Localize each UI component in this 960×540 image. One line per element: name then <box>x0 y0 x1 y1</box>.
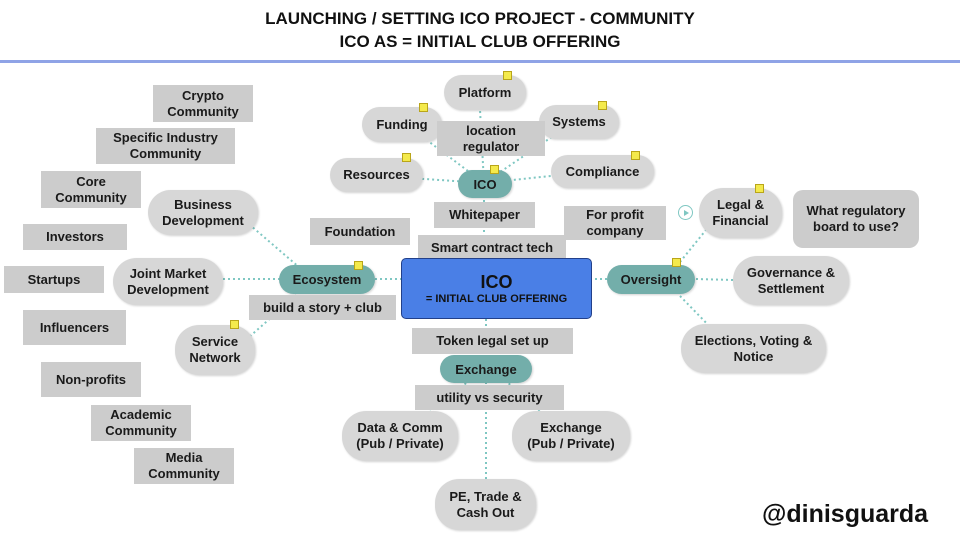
note-location-regulator: location regulator <box>437 121 545 156</box>
sticky-note-icon <box>354 261 363 270</box>
node-resources: Resources <box>330 158 423 192</box>
connector-ecosystem-business <box>249 224 301 269</box>
node-elections-voting-notice: Elections, Voting & Notice <box>681 324 826 373</box>
watermark-handle: @dinisguarda <box>762 500 929 528</box>
node-business-development: Business Development <box>148 190 258 235</box>
play-icon <box>678 205 693 220</box>
note-crypto-community: Crypto Community <box>153 85 253 122</box>
note-investors: Investors <box>23 224 127 250</box>
note-for-profit-company: For profit company <box>564 206 666 240</box>
note-media-community: Media Community <box>134 448 234 484</box>
note-specific-industry-community: Specific Industry Community <box>96 128 235 164</box>
title-divider <box>0 60 960 63</box>
note-whitepaper: Whitepaper <box>434 202 535 228</box>
node-service-network: Service Network <box>175 325 255 375</box>
sticky-note-icon <box>230 320 239 329</box>
node-systems: Systems <box>539 105 619 139</box>
hub-ico: ICO <box>458 170 512 198</box>
note-smart-contract-tech: Smart contract tech <box>418 235 566 260</box>
hub-exchange: Exchange <box>440 355 532 383</box>
central-node-title: ICO <box>480 271 513 292</box>
node-legal-financial: Legal & Financial <box>699 188 782 238</box>
node-pe-trade-cash-out: PE, Trade & Cash Out <box>435 479 536 530</box>
hub-oversight: Oversight <box>607 265 695 294</box>
hub-ecosystem: Ecosystem <box>279 265 375 294</box>
sticky-note-icon <box>503 71 512 80</box>
node-funding: Funding <box>362 107 442 142</box>
sticky-note-icon <box>631 151 640 160</box>
sticky-note-icon <box>419 103 428 112</box>
note-foundation: Foundation <box>310 218 410 245</box>
note-what-regulatory-board: What regulatory board to use? <box>793 190 919 248</box>
sticky-note-icon <box>672 258 681 267</box>
node-platform: Platform <box>444 75 526 110</box>
sticky-note-icon <box>490 165 499 174</box>
note-influencers: Influencers <box>23 310 126 345</box>
node-compliance: Compliance <box>551 155 654 188</box>
connector-ico-funding <box>419 134 485 184</box>
sticky-note-icon <box>598 101 607 110</box>
page-title-line1: LAUNCHING / SETTING ICO PROJECT - COMMUN… <box>265 9 695 28</box>
sticky-note-icon <box>402 153 411 162</box>
node-governance-settlement: Governance & Settlement <box>733 256 849 305</box>
central-node-subtitle: = INITIAL CLUB OFFERING <box>425 292 568 305</box>
note-utility-vs-security: utility vs security <box>415 385 564 410</box>
node-exchange-pub-private: Exchange (Pub / Private) <box>512 411 630 461</box>
connector-oversight-governance <box>695 278 734 281</box>
note-non-profits: Non-profits <box>41 362 141 397</box>
node-data-comm: Data & Comm (Pub / Private) <box>342 411 458 461</box>
note-core-community: Core Community <box>41 171 141 208</box>
node-joint-market-development: Joint Market Development <box>113 258 223 305</box>
note-academic-community: Academic Community <box>91 405 191 441</box>
note-token-legal-setup: Token legal set up <box>412 328 573 354</box>
note-build-story-club: build a story + club <box>249 295 396 320</box>
central-node-ico: ICO = INITIAL CLUB OFFERING <box>401 258 592 319</box>
sticky-note-icon <box>755 184 764 193</box>
page-title-line2: ICO AS = INITIAL CLUB OFFERING <box>339 32 621 51</box>
note-startups: Startups <box>4 266 104 293</box>
